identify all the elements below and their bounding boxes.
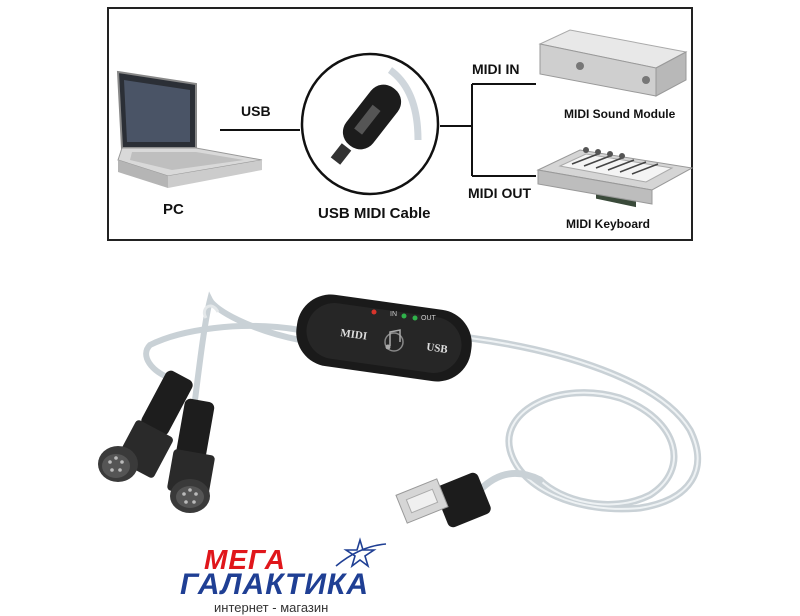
midi-din-connector-1 [98, 370, 193, 482]
usb-a-plug [395, 472, 491, 528]
keyboard-label: MIDI Keyboard [566, 217, 650, 231]
in-led [401, 313, 407, 319]
logo-line-3: интернет - магазин [214, 600, 329, 615]
logo-line-1: МЕГА [204, 544, 286, 575]
cable-label: USB MIDI Cable [318, 205, 431, 222]
midi-in-label: MIDI IN [472, 61, 519, 77]
keyboard-image [536, 147, 694, 205]
midi-out-label: MIDI OUT [468, 185, 531, 201]
pc-label: PC [163, 201, 184, 218]
led-in-label: IN [390, 311, 397, 318]
music-note-icon [384, 329, 404, 352]
usb-label: USB [241, 103, 271, 119]
product-photo: MIDI USB IN OUT [98, 291, 702, 528]
logo-line-2: ГАЛАКТИКА [180, 568, 370, 601]
out-led [412, 315, 418, 321]
megagalaktika-logo: МЕГА ГАЛАКТИКА интернет - магазин [180, 536, 400, 616]
midi-din-connector-2 [167, 398, 215, 513]
box-midi-label: MIDI [340, 327, 368, 343]
logo-star-icon [335, 537, 387, 569]
sound-module-label: MIDI Sound Module [564, 107, 676, 121]
cable-interface-image [330, 67, 422, 165]
box-usb-label: USB [426, 341, 450, 356]
midi-interface-box [296, 294, 472, 382]
led-out-label: OUT [421, 315, 437, 322]
power-led [371, 309, 377, 315]
laptop-image [116, 70, 263, 188]
